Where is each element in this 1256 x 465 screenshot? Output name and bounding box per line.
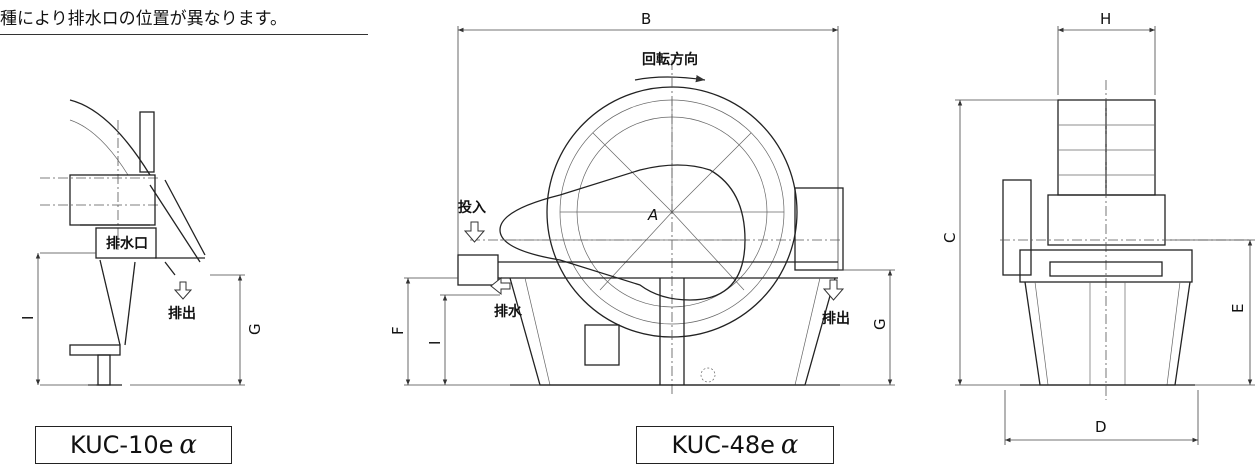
model-suffix-small: α: [179, 430, 197, 460]
rotation-arrow-icon: [634, 75, 706, 83]
diameter-label-a: A: [647, 206, 658, 224]
input-label: 投入: [458, 200, 486, 216]
discharge-label-mid: 排出: [822, 310, 850, 327]
input-hopper: [499, 164, 746, 301]
rotation-label: 回転方向: [642, 51, 698, 68]
small-model-detail: [35, 99, 245, 386]
drain-port-box: [95, 227, 157, 259]
dim-label-b: B: [641, 10, 651, 28]
dim-label-c: C: [941, 233, 959, 243]
dim-label-d: D: [1095, 418, 1107, 436]
discharge-label-left: 排出: [168, 305, 196, 322]
large-model-front-view: [404, 26, 895, 395]
note-underline: [0, 34, 368, 35]
model-name-small: KUC-10e: [70, 431, 174, 459]
dim-label-e: E: [1229, 304, 1247, 313]
discharge-arrow-icon: [173, 281, 193, 300]
chute-body: [69, 174, 156, 226]
drain-port-label: 排水口: [106, 235, 148, 252]
discharge-arrow-icon-mid: [822, 279, 845, 301]
dim-label-g-left: G: [246, 323, 264, 335]
input-arrow-icon: [463, 221, 486, 243]
dim-label-f: F: [389, 326, 407, 335]
model-suffix-large: α: [780, 430, 799, 460]
drain-nozzle: [457, 254, 499, 286]
motor: [1002, 179, 1032, 276]
control-box: [584, 324, 620, 366]
drain-arrow-icon: [490, 276, 511, 296]
dim-label-i-mid: I: [426, 341, 444, 345]
dim-label-i-left: I: [19, 316, 37, 320]
dim-label-h: H: [1100, 10, 1111, 28]
dim-label-g-mid: G: [871, 318, 889, 330]
drum-arc: [69, 99, 151, 176]
large-model-side-view: [955, 26, 1255, 445]
model-name-large: KUC-48e: [671, 431, 775, 459]
base-frame: [509, 277, 836, 386]
side-base-frame: [1024, 281, 1191, 386]
drain-label: 排水: [494, 303, 523, 320]
outlet-chute: [794, 187, 844, 271]
note-text: 種により排水ロの位置が異なります。: [0, 9, 287, 29]
